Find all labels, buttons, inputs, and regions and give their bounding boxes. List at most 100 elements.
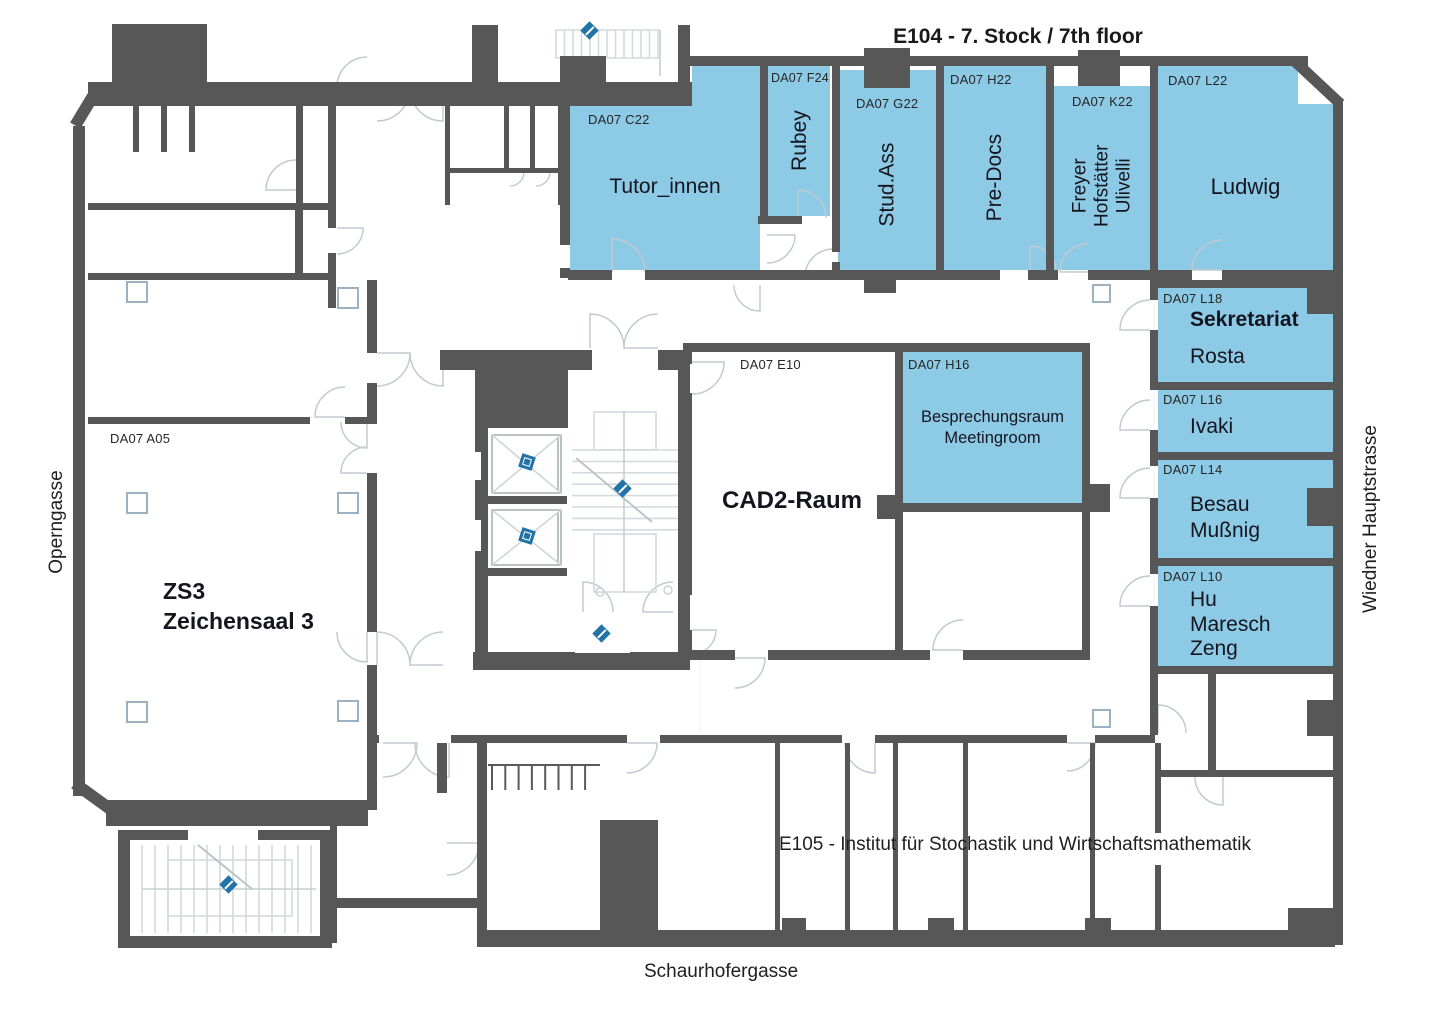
wall-segment [367, 473, 377, 632]
wall-segment [600, 820, 658, 932]
floor-title: E104 - 7. Stock / 7th floor [893, 25, 1143, 48]
wall-segment [1028, 270, 1058, 280]
wall-segment [189, 106, 195, 152]
wall-segment [877, 495, 897, 519]
door-arc [691, 361, 725, 395]
wall-segment [477, 735, 487, 947]
room-predocs: DA07 H22 Pre-Docs [944, 66, 1046, 270]
wall-segment [688, 56, 1308, 66]
wall-segment [1307, 488, 1341, 526]
door-arc [623, 313, 659, 349]
wall-segment [367, 383, 377, 419]
door-arc [414, 742, 450, 778]
column-marker [1092, 709, 1111, 728]
room-ludwig: DA07 L22 Ludwig [1158, 73, 1333, 270]
wall-recess [471, 520, 481, 551]
wall-segment [864, 278, 896, 293]
wall-segment [560, 56, 606, 84]
wall-segment [88, 273, 335, 280]
wall-segment [1150, 330, 1158, 382]
wall-segment [963, 650, 1090, 660]
room-name: Rosta [1190, 345, 1245, 368]
wall-segment [683, 352, 692, 364]
wall-segment [330, 826, 337, 943]
room-name: Hu Maresch Zeng [1190, 588, 1271, 661]
wall-segment [1078, 50, 1120, 86]
column-marker [126, 492, 148, 514]
door-arc [340, 421, 368, 449]
wall-segment [683, 650, 735, 660]
wall-segment [530, 106, 535, 170]
wall-segment [88, 203, 335, 210]
wall-segment [1208, 672, 1216, 772]
wall-segment [130, 830, 188, 840]
door-arc [626, 742, 658, 774]
wall-segment [1150, 452, 1341, 460]
door-arc [1157, 704, 1187, 734]
room-zs3: DA07 A05 ZS3 Zeichensaal 3 [95, 425, 365, 805]
door-arc [1119, 299, 1151, 331]
wall-segment [1150, 498, 1158, 574]
room-name: Tutor_innen [609, 174, 721, 198]
door-arc [265, 159, 297, 191]
column-marker [337, 287, 359, 309]
wall-segment [1150, 60, 1158, 272]
door-arc [1059, 243, 1089, 273]
wall-segment [963, 743, 968, 933]
wall-segment [1082, 484, 1110, 512]
door-arc [733, 284, 761, 312]
wall-segment [645, 270, 1000, 280]
wall-segment [296, 106, 303, 203]
wall-segment [782, 918, 806, 932]
wall-segment [1155, 865, 1161, 933]
wall-segment [1150, 558, 1341, 566]
wall-segment [367, 735, 379, 743]
wall-segment [320, 830, 332, 948]
room-name: ZS3 Zeichensaal 3 [163, 578, 314, 634]
wall-segment [768, 650, 930, 660]
room-code: DA07 L18 [1163, 291, 1223, 306]
wall-segment [560, 268, 570, 278]
room-code: DA07 L14 [1163, 462, 1223, 477]
door-arc [589, 313, 625, 349]
wall-segment [1150, 288, 1158, 300]
door-arc [340, 446, 368, 474]
wall-segment [477, 930, 1335, 947]
wall-recess [471, 452, 481, 480]
wall-segment [88, 82, 692, 106]
room-hu: DA07 L10 Hu Maresch Zeng [1158, 566, 1333, 666]
room-rubey: DA07 F24 Rubey [768, 66, 830, 216]
room-name: Ludwig [1210, 173, 1281, 199]
room-name: Ivaki [1190, 415, 1234, 438]
wall-segment [472, 25, 498, 85]
wall-segment [683, 343, 1090, 352]
wall-segment [568, 270, 612, 280]
wall-segment [488, 568, 567, 576]
room-sekretariat: DA07 L18 Sekretariat Rosta [1158, 288, 1333, 382]
wall-segment [118, 936, 332, 948]
wall-segment [1090, 743, 1095, 933]
wall-segment [893, 743, 898, 933]
room-title: Sekretariat [1190, 308, 1299, 331]
room-freyer: DA07 K22 Freyer Hofstätter Ulivelli [1054, 86, 1150, 270]
wall-segment [477, 735, 627, 743]
column-marker [337, 492, 359, 514]
wall-segment [437, 743, 447, 793]
wall-segment [328, 106, 336, 228]
room-ludwig-annex [1158, 66, 1298, 106]
wall-segment [1155, 743, 1161, 833]
door-arc [382, 742, 418, 778]
wall-segment [1150, 666, 1341, 674]
wall-segment [1150, 430, 1158, 466]
wall-segment [475, 350, 488, 660]
wall-segment [1222, 270, 1335, 280]
room-studass: DA07 G22 Stud.Ass [838, 70, 936, 270]
wall-segment [445, 168, 563, 173]
wall-segment [895, 352, 903, 652]
door-arc [611, 238, 646, 273]
street-right-label: Wiedner Hauptstrasse [1360, 425, 1381, 613]
